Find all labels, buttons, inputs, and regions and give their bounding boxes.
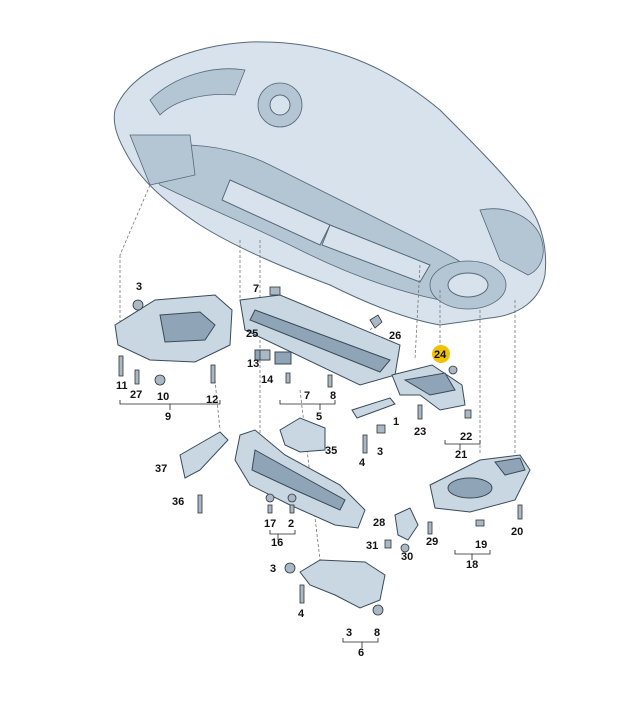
clip-7 xyxy=(269,286,281,296)
fasteners xyxy=(118,314,523,616)
callout-37: 37 xyxy=(155,463,167,475)
group-brackets xyxy=(119,400,491,648)
callout-23: 23 xyxy=(414,426,426,438)
callout-3-bottom: 3 xyxy=(346,627,352,639)
callout-3-lower: 3 xyxy=(270,563,276,575)
highlight-badge-24 xyxy=(432,345,450,363)
callout-17: 17 xyxy=(264,518,276,530)
callout-19: 19 xyxy=(475,539,487,551)
callout-4-mid: 4 xyxy=(359,457,366,469)
callout-20: 20 xyxy=(511,526,523,538)
part-18-rear-tray xyxy=(429,454,531,513)
part-21-rear-shield xyxy=(391,364,466,411)
callout-24: 24 xyxy=(434,349,447,361)
callout-labels: 3 11 27 10 12 9 7 25 13 14 7 8 5 26 24 1… xyxy=(116,281,523,659)
part-9-front-shield xyxy=(114,294,233,363)
part-6-lower-panel xyxy=(284,559,386,609)
callout-21: 21 xyxy=(455,449,467,461)
front-shield-area xyxy=(129,134,196,186)
callout-3-mid: 3 xyxy=(377,446,383,458)
callout-5: 5 xyxy=(316,411,322,423)
callout-31: 31 xyxy=(366,540,378,552)
callout-7-bottom: 7 xyxy=(304,390,310,402)
part-1-strip xyxy=(351,397,396,419)
callout-9: 9 xyxy=(165,411,171,423)
clip-3 xyxy=(132,299,144,311)
callout-7-top: 7 xyxy=(253,283,259,295)
callout-28: 28 xyxy=(373,517,385,529)
callout-12: 12 xyxy=(206,394,218,406)
callout-6: 6 xyxy=(358,647,364,659)
part-37-side-trim xyxy=(179,431,229,479)
part-35-bracket xyxy=(279,417,326,453)
part-16-side-panel xyxy=(234,429,366,529)
callout-18: 18 xyxy=(466,559,478,571)
callout-26: 26 xyxy=(389,330,401,342)
callout-27: 27 xyxy=(130,389,142,401)
callout-16: 16 xyxy=(271,537,283,549)
callout-3: 3 xyxy=(136,281,142,293)
callout-8-top: 8 xyxy=(330,390,336,402)
callout-22: 22 xyxy=(460,431,472,443)
callout-1: 1 xyxy=(393,416,399,428)
callout-13: 13 xyxy=(247,358,259,370)
callout-4-lower: 4 xyxy=(298,608,305,620)
callout-8-bottom: 8 xyxy=(374,627,380,639)
callout-30: 30 xyxy=(401,551,413,563)
callout-35: 35 xyxy=(325,445,337,457)
vehicle-underbody xyxy=(113,41,547,326)
callout-11: 11 xyxy=(116,380,128,392)
clip-3-lower xyxy=(284,562,296,574)
callout-25: 25 xyxy=(246,328,258,340)
callout-14: 14 xyxy=(261,374,274,386)
callout-36: 36 xyxy=(172,496,184,508)
callout-10: 10 xyxy=(157,391,169,403)
part-28-bracket xyxy=(394,507,419,541)
callout-2: 2 xyxy=(288,518,294,530)
callout-29: 29 xyxy=(426,536,438,548)
